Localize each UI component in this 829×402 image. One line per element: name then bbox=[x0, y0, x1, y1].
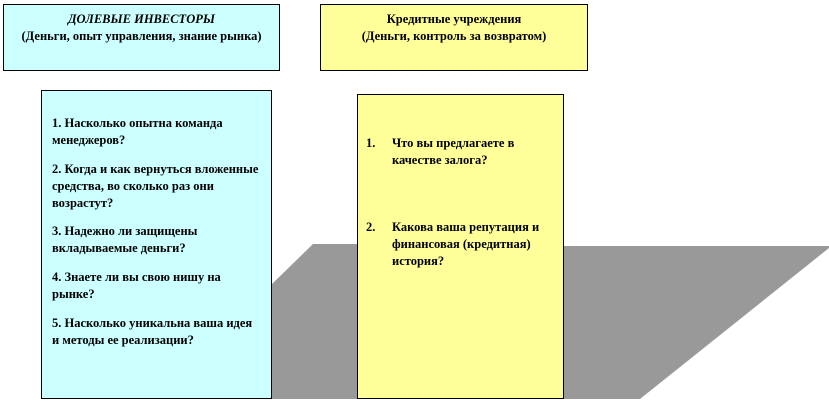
shadow-left bbox=[272, 244, 357, 399]
investors-title: ДОЛЕВЫЕ ИНВЕСТОРЫ bbox=[68, 12, 215, 26]
investor-question-2: 2. Когда и как вернуться вложенные средс… bbox=[52, 161, 259, 210]
investors-questions-box: 1. Насколько опытна команда менеджеров? … bbox=[41, 90, 272, 399]
investor-question-3: 3. Надежно ли защищены вкладываемые день… bbox=[52, 224, 198, 256]
creditor-question-list: 1. Что вы предлагаете в качестве залога?… bbox=[366, 135, 555, 269]
creditors-subtitle: (Деньги, контроль за возвратом) bbox=[361, 28, 547, 43]
investors-header-box: ДОЛЕВЫЕ ИНВЕСТОРЫ (Деньги, опыт управлен… bbox=[3, 4, 280, 71]
creditor-question-2-text: Какова ваша репутация и финансовая (кред… bbox=[392, 219, 540, 268]
creditor-question-1-text: Что вы предлагаете в качестве залога? bbox=[392, 136, 515, 167]
creditor-question-2-number: 2. bbox=[366, 219, 376, 234]
creditors-header-box: Кредитные учреждения (Деньги, контроль з… bbox=[320, 4, 588, 71]
creditors-title: Кредитные учреждения bbox=[386, 12, 522, 26]
creditor-question-2: 2. Какова ваша репутация и финансовая (к… bbox=[366, 219, 555, 270]
creditors-questions-box: 1. Что вы предлагаете в качестве залога?… bbox=[357, 94, 564, 399]
creditor-question-1: 1. Что вы предлагаете в качестве залога? bbox=[366, 135, 555, 169]
investor-question-1: 1. Насколько опытна команда менеджеров? bbox=[52, 116, 223, 147]
investors-subtitle: (Деньги, опыт управления, знание рынка) bbox=[21, 28, 262, 43]
creditor-question-1-number: 1. bbox=[366, 136, 376, 150]
investor-question-4: 4. Знаете ли вы свою нишу на рынке? bbox=[52, 270, 221, 301]
investor-question-5: 5. Насколько уникальна ваша идея и метод… bbox=[52, 315, 253, 347]
shadow-right bbox=[564, 246, 829, 399]
